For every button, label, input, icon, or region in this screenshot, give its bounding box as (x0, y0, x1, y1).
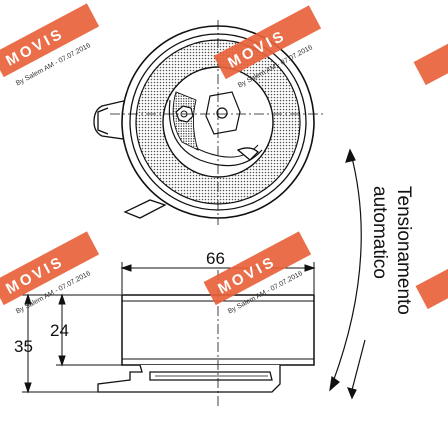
watermark-edge-bottom (415, 267, 448, 310)
part-label-line2: automatico (369, 186, 390, 279)
tensioner-top-view (93, 20, 325, 225)
rotation-arrow (329, 148, 366, 400)
dimension-width-label: 66 (206, 249, 225, 268)
part-label: Tensionamento automatico (369, 186, 414, 315)
watermark-1: MOVIS By Salem AM - 07.07.2016 (0, 3, 100, 87)
dimension-inner-height-label: 24 (50, 321, 69, 340)
watermark-band (0, 3, 100, 78)
watermark-band (0, 231, 100, 306)
tensioner-side-view (97, 270, 315, 408)
watermark-band (213, 5, 322, 80)
watermark-3: MOVIS By Salem AM - 07.07.2016 (0, 231, 100, 315)
dimension-total-height-label: 35 (14, 337, 33, 356)
watermark-edge-top (413, 43, 448, 86)
watermark-band (203, 231, 312, 306)
part-label-line1: Tensionamento (393, 186, 414, 315)
